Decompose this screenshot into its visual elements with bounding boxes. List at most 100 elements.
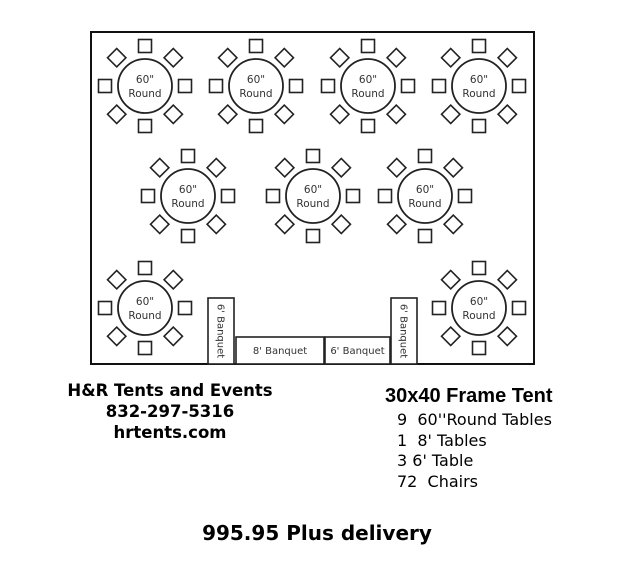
chair (97, 78, 113, 94)
package-items: 9 60''Round Tables 1 8' Tables 3 6' Tabl… (397, 410, 553, 492)
table-type-label: Round (128, 88, 161, 100)
banquet-table-label: 6' Banquet (215, 304, 226, 358)
chair (208, 78, 224, 94)
chair (457, 188, 473, 204)
chair (162, 325, 184, 347)
chair (471, 38, 487, 54)
chair (496, 47, 518, 69)
round-table: 60" Round (377, 148, 473, 244)
table-size-label: 60" (470, 296, 488, 308)
chair (511, 300, 527, 316)
round-table: 60"Round (97, 38, 193, 134)
chair (205, 157, 227, 179)
chair (471, 260, 487, 276)
chair (440, 103, 462, 125)
chair (137, 38, 153, 54)
table-type-label: Round (462, 310, 495, 322)
chair (273, 47, 295, 69)
chair (288, 78, 304, 94)
chair (180, 148, 196, 164)
table-size-label: 60" (136, 296, 154, 308)
price-text: 995.95 Plus delivery (202, 521, 432, 545)
chair (385, 47, 407, 69)
banquet-table-label: 6' Banquet (330, 346, 384, 357)
table-top (117, 280, 173, 336)
chair (220, 188, 236, 204)
chair (177, 78, 193, 94)
round-table: 60" Round (431, 260, 527, 356)
table-size-label: 60" (247, 74, 265, 86)
banquet-table: 8' Banquet (235, 336, 325, 365)
chair (177, 300, 193, 316)
company-info: H&R Tents and Events 832-297-5316 hrtent… (30, 380, 310, 443)
round-table: 60" Round (97, 260, 193, 356)
chair (417, 228, 433, 244)
chair (330, 157, 352, 179)
banquet-table-top (324, 336, 391, 365)
chair (385, 103, 407, 125)
chair (273, 103, 295, 125)
chair (386, 157, 408, 179)
chair (162, 269, 184, 291)
chair (496, 103, 518, 125)
table-type-label: Round (296, 198, 329, 210)
table-top (451, 280, 507, 336)
chair (496, 325, 518, 347)
table-size-label: 60" (304, 184, 322, 196)
chair (274, 213, 296, 235)
chair (248, 38, 264, 54)
chair (440, 269, 462, 291)
table-type-label: Round (128, 310, 161, 322)
table-top (340, 58, 396, 114)
chair (149, 157, 171, 179)
chair (106, 103, 128, 125)
banquet-table: 6' Banquet (324, 336, 391, 365)
company-phone: 832-297-5316 (105, 402, 235, 421)
chair (442, 157, 464, 179)
chair (106, 47, 128, 69)
table-size-label: 60" (416, 184, 434, 196)
banquet-table-top (390, 297, 418, 365)
banquet-table-label: 6' Banquet (398, 304, 409, 358)
chair (330, 213, 352, 235)
chair (137, 118, 153, 134)
table-top (160, 168, 216, 224)
table-top (397, 168, 453, 224)
package-item: 3 6' Table (397, 451, 474, 470)
chair (305, 148, 321, 164)
chair (417, 148, 433, 164)
chair (329, 47, 351, 69)
company-website: hrtents.com (113, 423, 227, 442)
table-type-label: Round (408, 198, 441, 210)
chair (162, 103, 184, 125)
chair (440, 47, 462, 69)
chair (180, 228, 196, 244)
package-item: 1 8' Tables (397, 430, 487, 450)
chair (496, 269, 518, 291)
chair (377, 188, 393, 204)
chair (205, 213, 227, 235)
chair (305, 228, 321, 244)
table-size-label: 60" (359, 74, 377, 86)
price-line: 995.95 Plus delivery (0, 521, 634, 545)
banquet-table-label: 8' Banquet (253, 346, 307, 357)
chair (400, 78, 416, 94)
chair (106, 269, 128, 291)
round-table: 60" Round (431, 38, 527, 134)
round-table: 60" Round (265, 148, 361, 244)
chair (149, 213, 171, 235)
chair (248, 118, 264, 134)
chair (471, 340, 487, 356)
chair (442, 213, 464, 235)
table-type-label: Round (171, 198, 204, 210)
round-table: 60"Round (320, 38, 416, 134)
table-size-label: 60" (179, 184, 197, 196)
table-type-label: Round (462, 88, 495, 100)
chair (217, 103, 239, 125)
chair (345, 188, 361, 204)
package-specs: 30x40 Frame Tent 9 60''Round Tables 1 8'… (385, 384, 553, 492)
package-item: 9 60''Round Tables (397, 410, 552, 429)
chair (217, 47, 239, 69)
chair (265, 188, 281, 204)
table-size-label: 60" (470, 74, 488, 86)
